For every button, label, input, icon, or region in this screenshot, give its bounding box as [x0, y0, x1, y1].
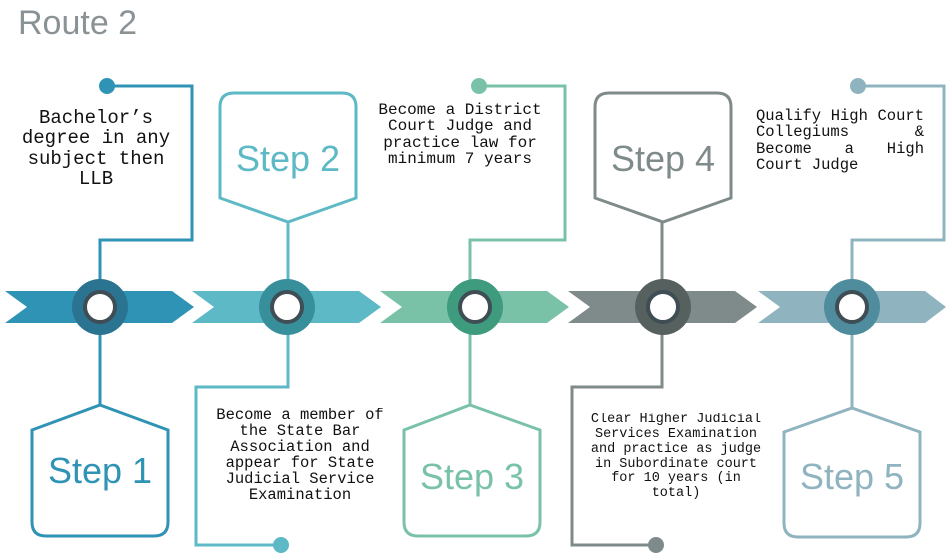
step-3-description: Become a District Court Judge and practi…: [378, 102, 542, 168]
step-1-connector: [98, 84, 194, 405]
step-1-endpoint-dot: [99, 78, 115, 94]
step-4-connector: [570, 220, 664, 547]
step-4-description: Clear Higher Judicial Services Examinati…: [590, 413, 762, 502]
step-5-label: Step 5: [799, 456, 905, 497]
step-2-hub: [259, 279, 315, 335]
step-5-endpoint-dot: [850, 78, 866, 94]
step-1-label: Step 1: [47, 450, 153, 491]
step-4-label: Step 4: [610, 138, 716, 179]
step-5-description: Qualify High Court Collegiums & Become a…: [756, 108, 924, 174]
step-1-badge: [30, 403, 170, 538]
step-2-connector: [194, 222, 290, 547]
step-4-badge: [593, 91, 733, 224]
step-3-badge: [402, 403, 542, 538]
step-2-badge: [218, 91, 358, 224]
step-2-description: Become a member of the State Bar Associa…: [216, 408, 384, 504]
step-4-hub: [635, 279, 691, 335]
diagram-title: Route 2: [18, 4, 138, 42]
step-3-label: Step 3: [419, 456, 525, 497]
step-3-connector: [468, 84, 567, 405]
step-5-badge: [782, 406, 922, 539]
step-5-connector: [850, 84, 946, 408]
step-5-hub: [824, 279, 880, 335]
step-1-hub: [72, 279, 128, 335]
step-4-endpoint-dot: [648, 537, 664, 553]
step-2-label: Step 2: [235, 138, 341, 179]
step-3-hub: [447, 279, 503, 335]
step-3-endpoint-dot: [471, 78, 487, 94]
step-1-description: Bachelor’s degree in any subject then LL…: [21, 108, 171, 190]
step-2-endpoint-dot: [273, 537, 289, 553]
